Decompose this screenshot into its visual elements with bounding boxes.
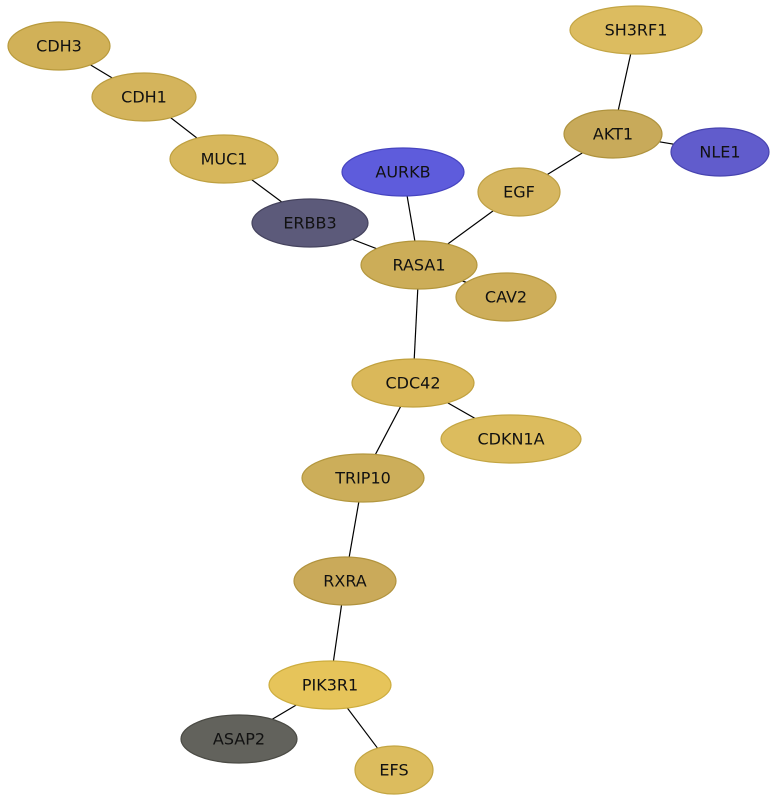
- node-label: TRIP10: [334, 469, 391, 488]
- node-erbb3[interactable]: ERBB3: [251, 198, 369, 248]
- node-pik3r1[interactable]: PIK3R1: [268, 660, 392, 710]
- node-trip10[interactable]: TRIP10: [301, 453, 425, 503]
- node-label: AKT1: [593, 125, 633, 144]
- node-sh3rf1[interactable]: SH3RF1: [569, 5, 703, 55]
- node-ellipse[interactable]: [301, 453, 425, 503]
- node-aurkb[interactable]: AURKB: [341, 147, 465, 197]
- node-label: CDH1: [121, 88, 167, 107]
- node-ellipse[interactable]: [293, 556, 397, 606]
- node-label: AURKB: [375, 163, 430, 182]
- node-cdh1[interactable]: CDH1: [91, 72, 197, 122]
- node-label: ERBB3: [283, 214, 336, 233]
- node-nle1[interactable]: NLE1: [670, 127, 770, 177]
- node-rxra[interactable]: RXRA: [293, 556, 397, 606]
- node-cdc42[interactable]: CDC42: [351, 358, 475, 408]
- node-ellipse[interactable]: [569, 5, 703, 55]
- node-label: EFS: [379, 761, 408, 780]
- node-ellipse[interactable]: [268, 660, 392, 710]
- node-label: RASA1: [393, 256, 446, 275]
- node-akt1[interactable]: AKT1: [563, 109, 663, 159]
- node-ellipse[interactable]: [180, 714, 298, 764]
- node-rasa1[interactable]: RASA1: [360, 240, 478, 290]
- node-label: CDC42: [385, 374, 440, 393]
- node-ellipse[interactable]: [91, 72, 197, 122]
- node-ellipse[interactable]: [455, 272, 557, 322]
- node-ellipse[interactable]: [341, 147, 465, 197]
- node-ellipse[interactable]: [670, 127, 770, 177]
- node-label: CDKN1A: [477, 430, 544, 449]
- node-muc1[interactable]: MUC1: [169, 134, 279, 184]
- node-asap2[interactable]: ASAP2: [180, 714, 298, 764]
- node-efs[interactable]: EFS: [354, 745, 434, 795]
- node-cdkn1a[interactable]: CDKN1A: [440, 414, 582, 464]
- node-ellipse[interactable]: [351, 358, 475, 408]
- node-label: MUC1: [201, 150, 248, 169]
- node-label: RXRA: [323, 572, 367, 591]
- node-ellipse[interactable]: [440, 414, 582, 464]
- node-label: ASAP2: [213, 730, 265, 749]
- node-label: SH3RF1: [605, 21, 668, 40]
- node-label: EGF: [503, 183, 535, 202]
- node-ellipse[interactable]: [354, 745, 434, 795]
- node-ellipse[interactable]: [7, 21, 111, 71]
- node-ellipse[interactable]: [169, 134, 279, 184]
- node-label: CAV2: [485, 288, 527, 307]
- node-label: CDH3: [36, 37, 82, 56]
- node-ellipse[interactable]: [563, 109, 663, 159]
- node-ellipse[interactable]: [360, 240, 478, 290]
- node-label: PIK3R1: [302, 676, 358, 695]
- node-egf[interactable]: EGF: [477, 167, 561, 217]
- node-label: NLE1: [699, 143, 740, 162]
- node-cdh3[interactable]: CDH3: [7, 21, 111, 71]
- node-cav2[interactable]: CAV2: [455, 272, 557, 322]
- node-ellipse[interactable]: [251, 198, 369, 248]
- node-ellipse[interactable]: [477, 167, 561, 217]
